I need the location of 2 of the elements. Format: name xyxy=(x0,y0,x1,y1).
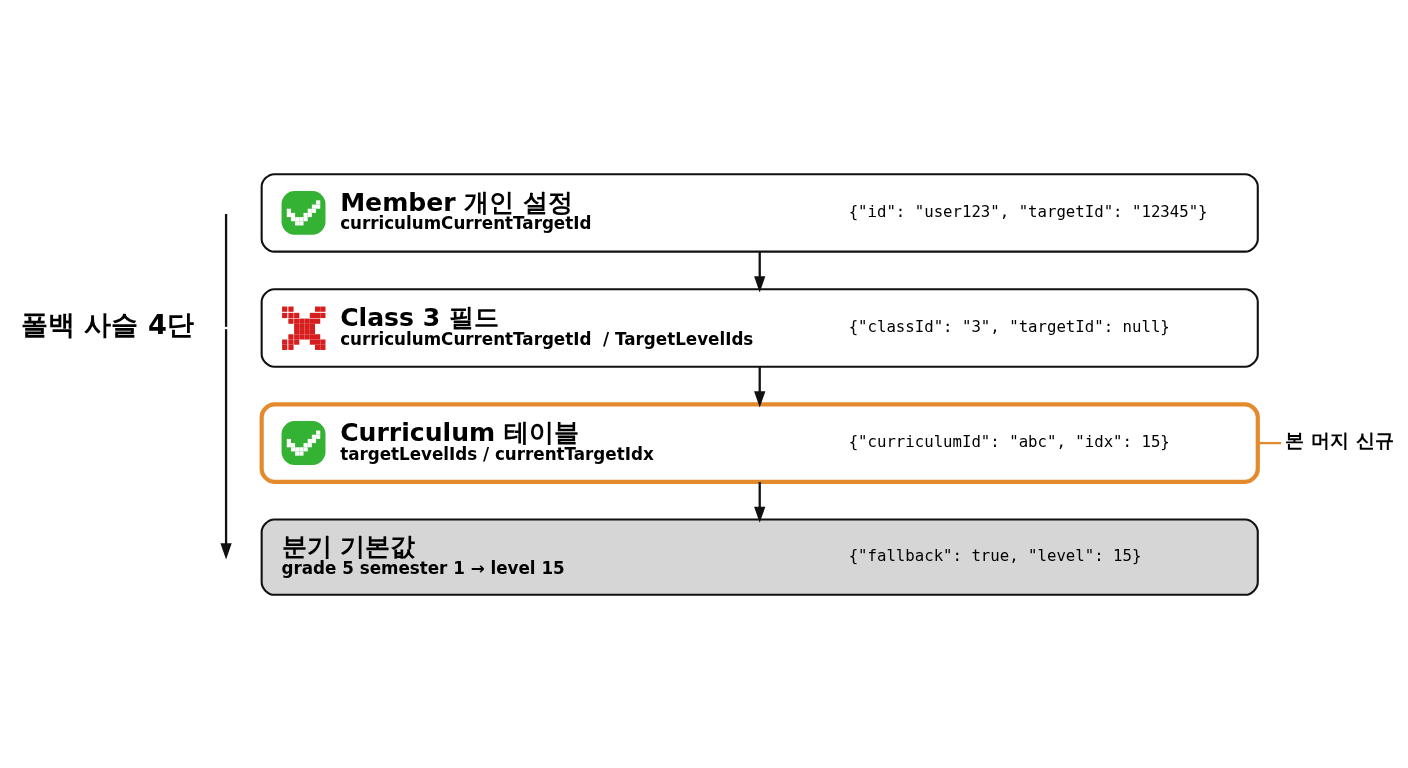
node-text: 본 머지 신규 xyxy=(1285,429,1394,451)
label: 폴백 사슬 4단 xyxy=(21,308,194,340)
